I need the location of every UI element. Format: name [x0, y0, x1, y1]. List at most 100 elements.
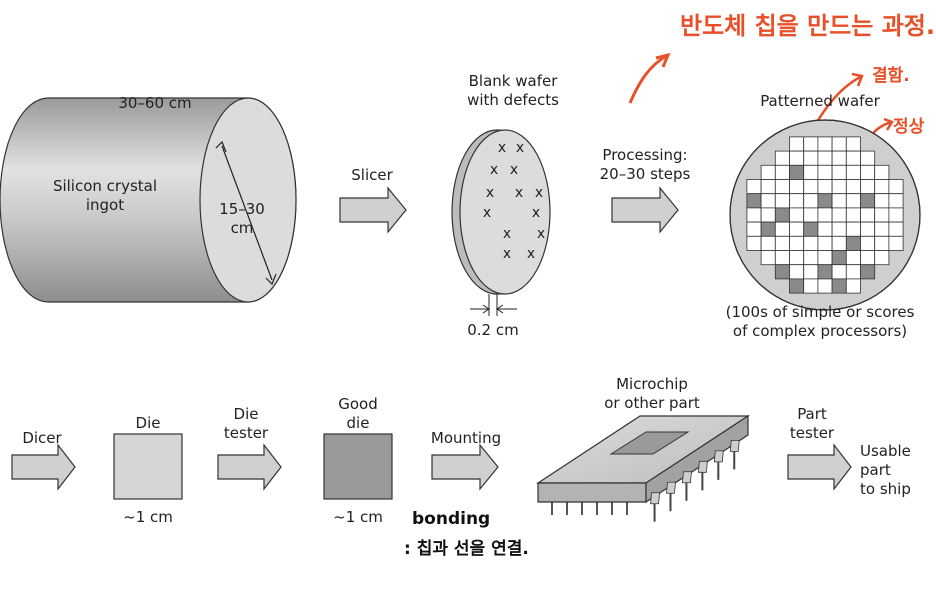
wafer-die-cell — [817, 207, 833, 223]
wafer-die-cell — [874, 207, 890, 223]
part-tester-line1: Part — [797, 405, 827, 423]
good-die-square — [323, 433, 393, 500]
wafer-die-cell — [803, 264, 819, 280]
wafer-die-cell — [845, 278, 861, 294]
wafer-die-cell — [860, 207, 876, 223]
wafer-die-cell — [845, 193, 861, 209]
wafer-die-cell — [774, 250, 790, 266]
wafer-die-cell — [760, 250, 776, 266]
wafer-die-cell — [831, 221, 847, 237]
wafer-die-cell — [817, 221, 833, 237]
blank-wafer-line1: Blank wafer — [469, 72, 559, 90]
wafer-die-cell — [803, 193, 819, 209]
wafer-die-cell — [874, 250, 890, 266]
wafer-die-cell — [845, 164, 861, 180]
part-tester-line2: tester — [790, 424, 835, 442]
svg-text:x: x — [535, 185, 543, 201]
svg-text:x: x — [510, 162, 518, 178]
chip-pin — [697, 460, 708, 491]
svg-text:x: x — [490, 162, 498, 178]
wafer-die-cell — [860, 250, 876, 266]
wafer-die-cell — [760, 235, 776, 251]
ingot-name-line2: ingot — [86, 196, 124, 214]
wafer-die-cell — [803, 278, 819, 294]
wafer-die-cell — [860, 179, 876, 195]
dicer-arrow-icon — [11, 443, 76, 491]
wafer-die-cell — [760, 193, 776, 209]
wafer-die-cell — [774, 235, 790, 251]
svg-text:x: x — [503, 246, 511, 262]
wafer-die-cell — [831, 179, 847, 195]
wafer-die-cell — [888, 207, 904, 223]
wafer-die-cell — [817, 136, 833, 152]
wafer-die-cell — [845, 207, 861, 223]
wafer-die-cell — [845, 221, 861, 237]
wafer-die-cell — [789, 207, 805, 223]
wafer-die-cell — [860, 150, 876, 166]
wafer-die-cell — [831, 136, 847, 152]
patterned-wafer — [729, 119, 921, 311]
die-size-label: ~1 cm — [123, 508, 173, 526]
wafer-die-cell — [860, 235, 876, 251]
wafer-die-cell — [817, 235, 833, 251]
wafer-die-cell — [803, 136, 819, 152]
wafer-die-cell — [774, 207, 790, 223]
defect-marks: x x x x x x x x x x x x x — [483, 140, 545, 262]
slicer-arrow-icon — [339, 186, 407, 234]
blank-wafer: x x x x x x x x x x x x x — [451, 129, 551, 316]
mounting-label: Mounting — [431, 429, 501, 447]
wafer-die-cell — [817, 250, 833, 266]
normal-note: 정상 — [893, 117, 925, 137]
wafer-die-cell — [789, 164, 805, 180]
wafer-die-cell — [803, 164, 819, 180]
wafer-die-cell — [817, 264, 833, 280]
wafer-die-cell — [789, 264, 805, 280]
wafer-die-cell — [888, 221, 904, 237]
wafer-die-cell — [803, 179, 819, 195]
processing-arrow-icon — [611, 186, 679, 234]
wafer-die-cell — [746, 221, 762, 237]
wafer-die-cell — [789, 136, 805, 152]
wafer-die-cell — [760, 207, 776, 223]
processing-line2: 20–30 steps — [600, 165, 691, 183]
ingot-name-line1: Silicon crystal — [53, 177, 157, 195]
chip-pin — [729, 439, 740, 470]
ingot-diameter-line1: 15–30 — [219, 200, 265, 218]
wafer-die-cell — [845, 235, 861, 251]
wafer-die-cell — [888, 235, 904, 251]
title-note: 반도체 칩을 만드는 과정. — [680, 12, 935, 40]
note-arrow-icon — [628, 53, 669, 104]
wafer-die-cell — [789, 150, 805, 166]
wafer-die-cell — [789, 193, 805, 209]
wafer-die-cell — [831, 264, 847, 280]
mounting-arrow-icon — [431, 443, 499, 491]
microchip-line1: Microchip — [616, 375, 688, 393]
die-tester-line2: tester — [224, 424, 269, 442]
svg-text:x: x — [515, 185, 523, 201]
patterned-note-line1: (100s of simple or scores — [726, 303, 915, 321]
wafer-die-cell — [789, 179, 805, 195]
wafer-die-cell — [831, 207, 847, 223]
wafer-die-cell — [845, 136, 861, 152]
wafer-die-cell — [845, 250, 861, 266]
part-tester-arrow-icon — [787, 443, 852, 491]
slicer-label: Slicer — [351, 166, 393, 184]
wafer-die-cell — [774, 164, 790, 180]
chip-pin — [681, 471, 692, 501]
wafer-die-cell — [789, 250, 805, 266]
defect-note: 결함. — [872, 65, 910, 86]
wafer-die-cell — [874, 221, 890, 237]
wafer-die-cell — [817, 193, 833, 209]
wafer-die-cell — [803, 250, 819, 266]
wafer-die-cell — [746, 235, 762, 251]
wafer-die-cell — [760, 221, 776, 237]
wafer-die-cell — [831, 235, 847, 251]
die-tester-arrow-icon — [217, 443, 282, 491]
microchip-image — [535, 414, 751, 522]
wafer-die-cell — [789, 221, 805, 237]
svg-text:x: x — [503, 226, 511, 242]
wafer-die-cell — [888, 193, 904, 209]
wafer-die-cell — [774, 150, 790, 166]
wafer-die-cell — [874, 164, 890, 180]
wafer-die-cell — [845, 179, 861, 195]
